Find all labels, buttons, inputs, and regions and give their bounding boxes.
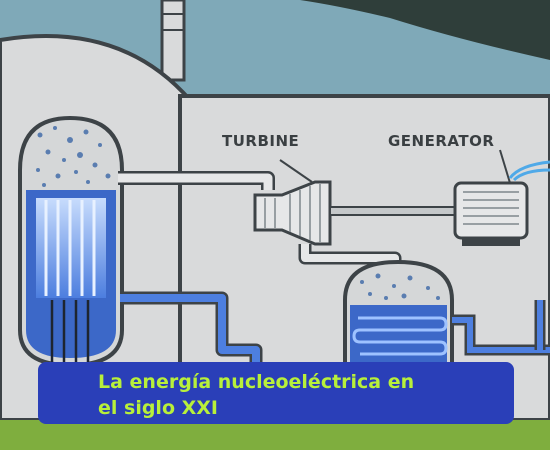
steam-bubbles: [36, 126, 111, 187]
caption-banner: La energía nucleoeléctrica en el siglo X…: [38, 362, 514, 424]
chimney: [160, 0, 186, 82]
turbine-label: TURBINE: [222, 132, 299, 150]
ground: [0, 420, 550, 450]
reactor-vessel: [18, 115, 124, 368]
caption-line-1: La energía nucleoeléctrica en: [98, 371, 415, 393]
control-rods: [50, 300, 90, 362]
mountain-silhouette: [300, 0, 550, 60]
generator-label: GENERATOR: [388, 132, 494, 150]
turbine-shaft: [329, 206, 456, 216]
caption-line-2: el siglo XXI: [98, 397, 218, 419]
generator: [453, 149, 550, 246]
turbine: [253, 159, 332, 246]
power-lines: [508, 160, 550, 182]
condenser: [343, 259, 454, 374]
